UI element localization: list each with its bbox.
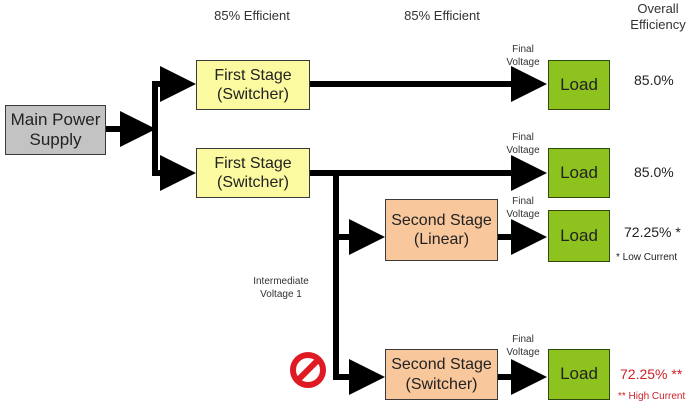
load-1-label: Load — [560, 74, 598, 94]
prohibition-icon — [289, 351, 327, 389]
final-voltage-2-line1: Final — [512, 132, 534, 143]
load-3-label: Load — [560, 225, 598, 245]
second-stage-switcher-block: Second Stage (Switcher) — [385, 349, 498, 400]
final-voltage-label-2: Final Voltage — [498, 132, 548, 157]
overall-efficiency-2: 85.0% — [634, 164, 674, 180]
first-stage-switcher-block-2: First Stage (Switcher) — [196, 148, 310, 198]
second-stage-efficiency-header: 85% Efficient — [404, 8, 480, 23]
high-current-note: ** High Current — [618, 391, 686, 402]
first-stage-1-line1: First Stage — [214, 66, 292, 84]
final-voltage-3-line1: Final — [512, 196, 534, 207]
main-supply-line2: Supply — [29, 130, 82, 149]
first-stage-switcher-block-1: First Stage (Switcher) — [196, 60, 310, 110]
first-stage-1-line2: (Switcher) — [216, 86, 289, 103]
first-stage-efficiency-header: 85% Efficient — [214, 8, 290, 23]
load-block-3: Load — [548, 210, 610, 262]
second-stage-linear-block: Second Stage (Linear) — [385, 199, 498, 261]
main-power-supply-block: Main Power Supply — [5, 105, 106, 155]
overall-efficiency-4: 72.25% ** — [620, 366, 683, 382]
load-block-4: Load — [548, 349, 610, 400]
low-current-note: * Low Current — [616, 252, 678, 263]
intermediate-voltage-label: Intermediate Voltage 1 — [236, 276, 326, 301]
intermediate-line2: Voltage 1 — [260, 288, 302, 300]
overall-efficiency-header: Overall Efficiency — [616, 1, 700, 32]
main-supply-line1: Main Power — [10, 109, 101, 129]
final-voltage-4-line2: Voltage — [506, 346, 540, 358]
final-voltage-1-line2: Voltage — [506, 56, 540, 68]
load-block-1: Load — [548, 60, 610, 110]
overall-efficiency-1: 85.0% — [634, 72, 674, 88]
final-voltage-label-4: Final Voltage — [498, 334, 548, 359]
final-voltage-2-line2: Voltage — [506, 144, 540, 156]
second-stage-linear-line2: (Linear) — [413, 231, 470, 248]
intermediate-line1: Intermediate — [253, 276, 309, 287]
final-voltage-label-3: Final Voltage — [498, 196, 548, 221]
final-voltage-label-1: Final Voltage — [498, 44, 548, 69]
final-voltage-1-line1: Final — [512, 44, 534, 55]
overall-header-line1: Overall — [637, 1, 679, 16]
first-stage-2-line2: (Switcher) — [216, 174, 289, 191]
overall-header-line2: Efficiency — [630, 16, 686, 32]
second-stage-switcher-line2: (Switcher) — [405, 375, 478, 393]
second-stage-switcher-line1: Second Stage — [391, 356, 492, 374]
load-2-label: Load — [560, 162, 598, 182]
second-stage-linear-line1: Second Stage — [391, 211, 492, 229]
first-stage-2-line1: First Stage — [214, 154, 292, 172]
final-voltage-3-line2: Voltage — [506, 208, 540, 220]
final-voltage-4-line1: Final — [512, 334, 534, 345]
load-4-label: Load — [560, 364, 598, 384]
load-block-2: Load — [548, 148, 610, 198]
overall-efficiency-3: 72.25% * — [624, 224, 681, 240]
